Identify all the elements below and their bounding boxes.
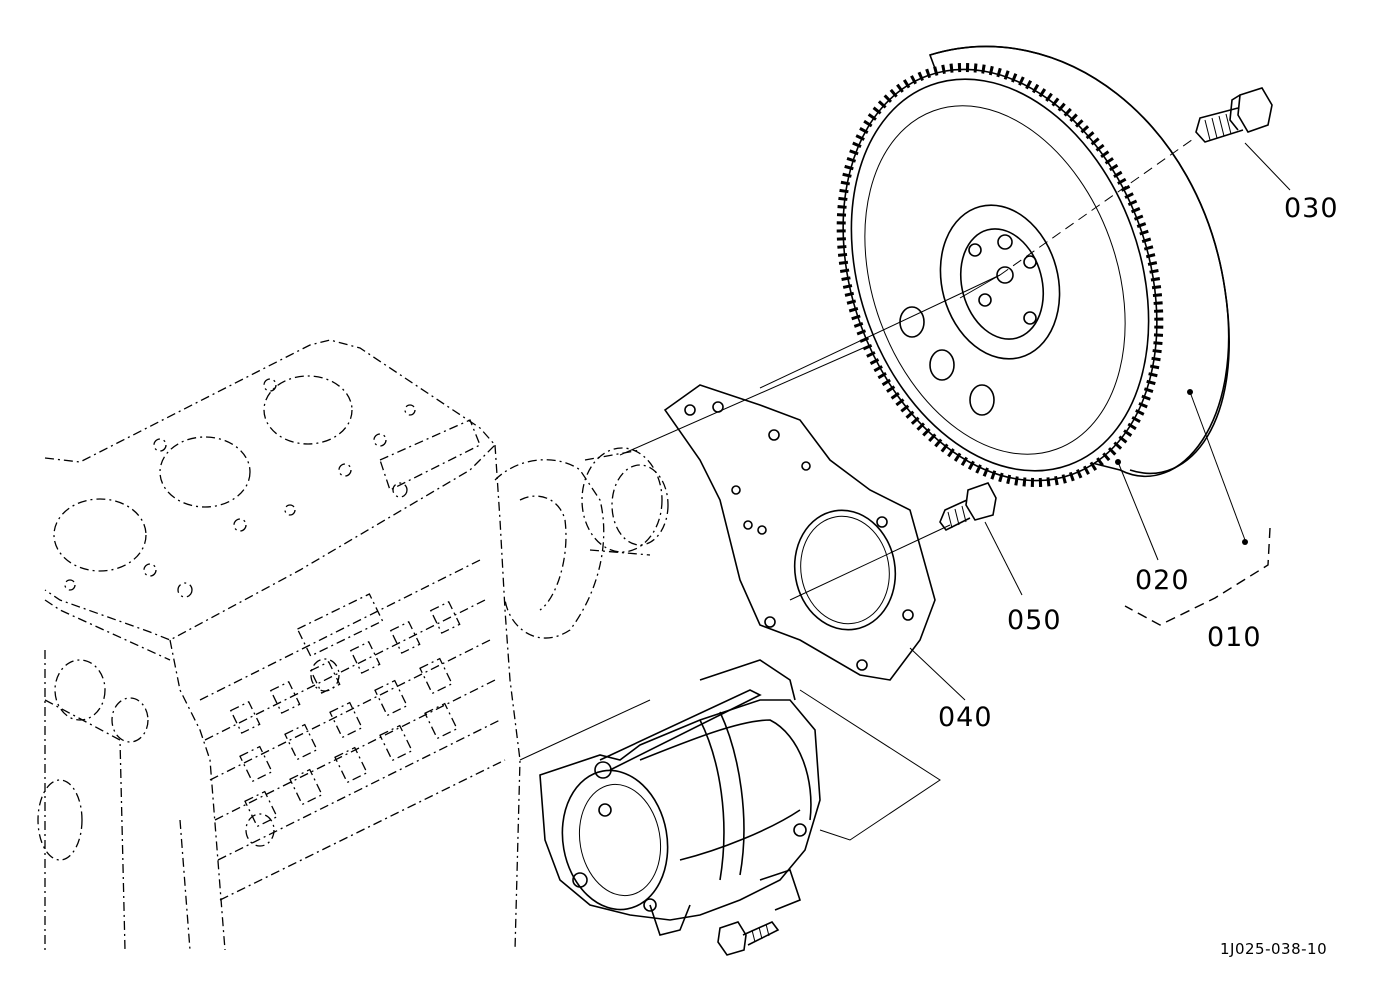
callout-010: 010	[1207, 622, 1262, 653]
plate-bolt-050	[939, 482, 997, 532]
diagram-id-label: 1J025-038-10	[1220, 940, 1328, 958]
flywheel-bolt-030	[1195, 87, 1273, 143]
flywheel-assembly	[836, 45, 1230, 488]
engine-block-reference	[37, 339, 669, 951]
callout-020: 020	[1135, 565, 1190, 596]
callout-leaders	[909, 142, 1291, 701]
callout-050: 050	[1007, 605, 1062, 636]
starter-motor	[539, 659, 821, 956]
callout-030: 030	[1284, 193, 1339, 224]
callout-040: 040	[938, 702, 993, 733]
axis-lines	[519, 136, 1197, 841]
mounting-plate-040	[663, 384, 936, 681]
